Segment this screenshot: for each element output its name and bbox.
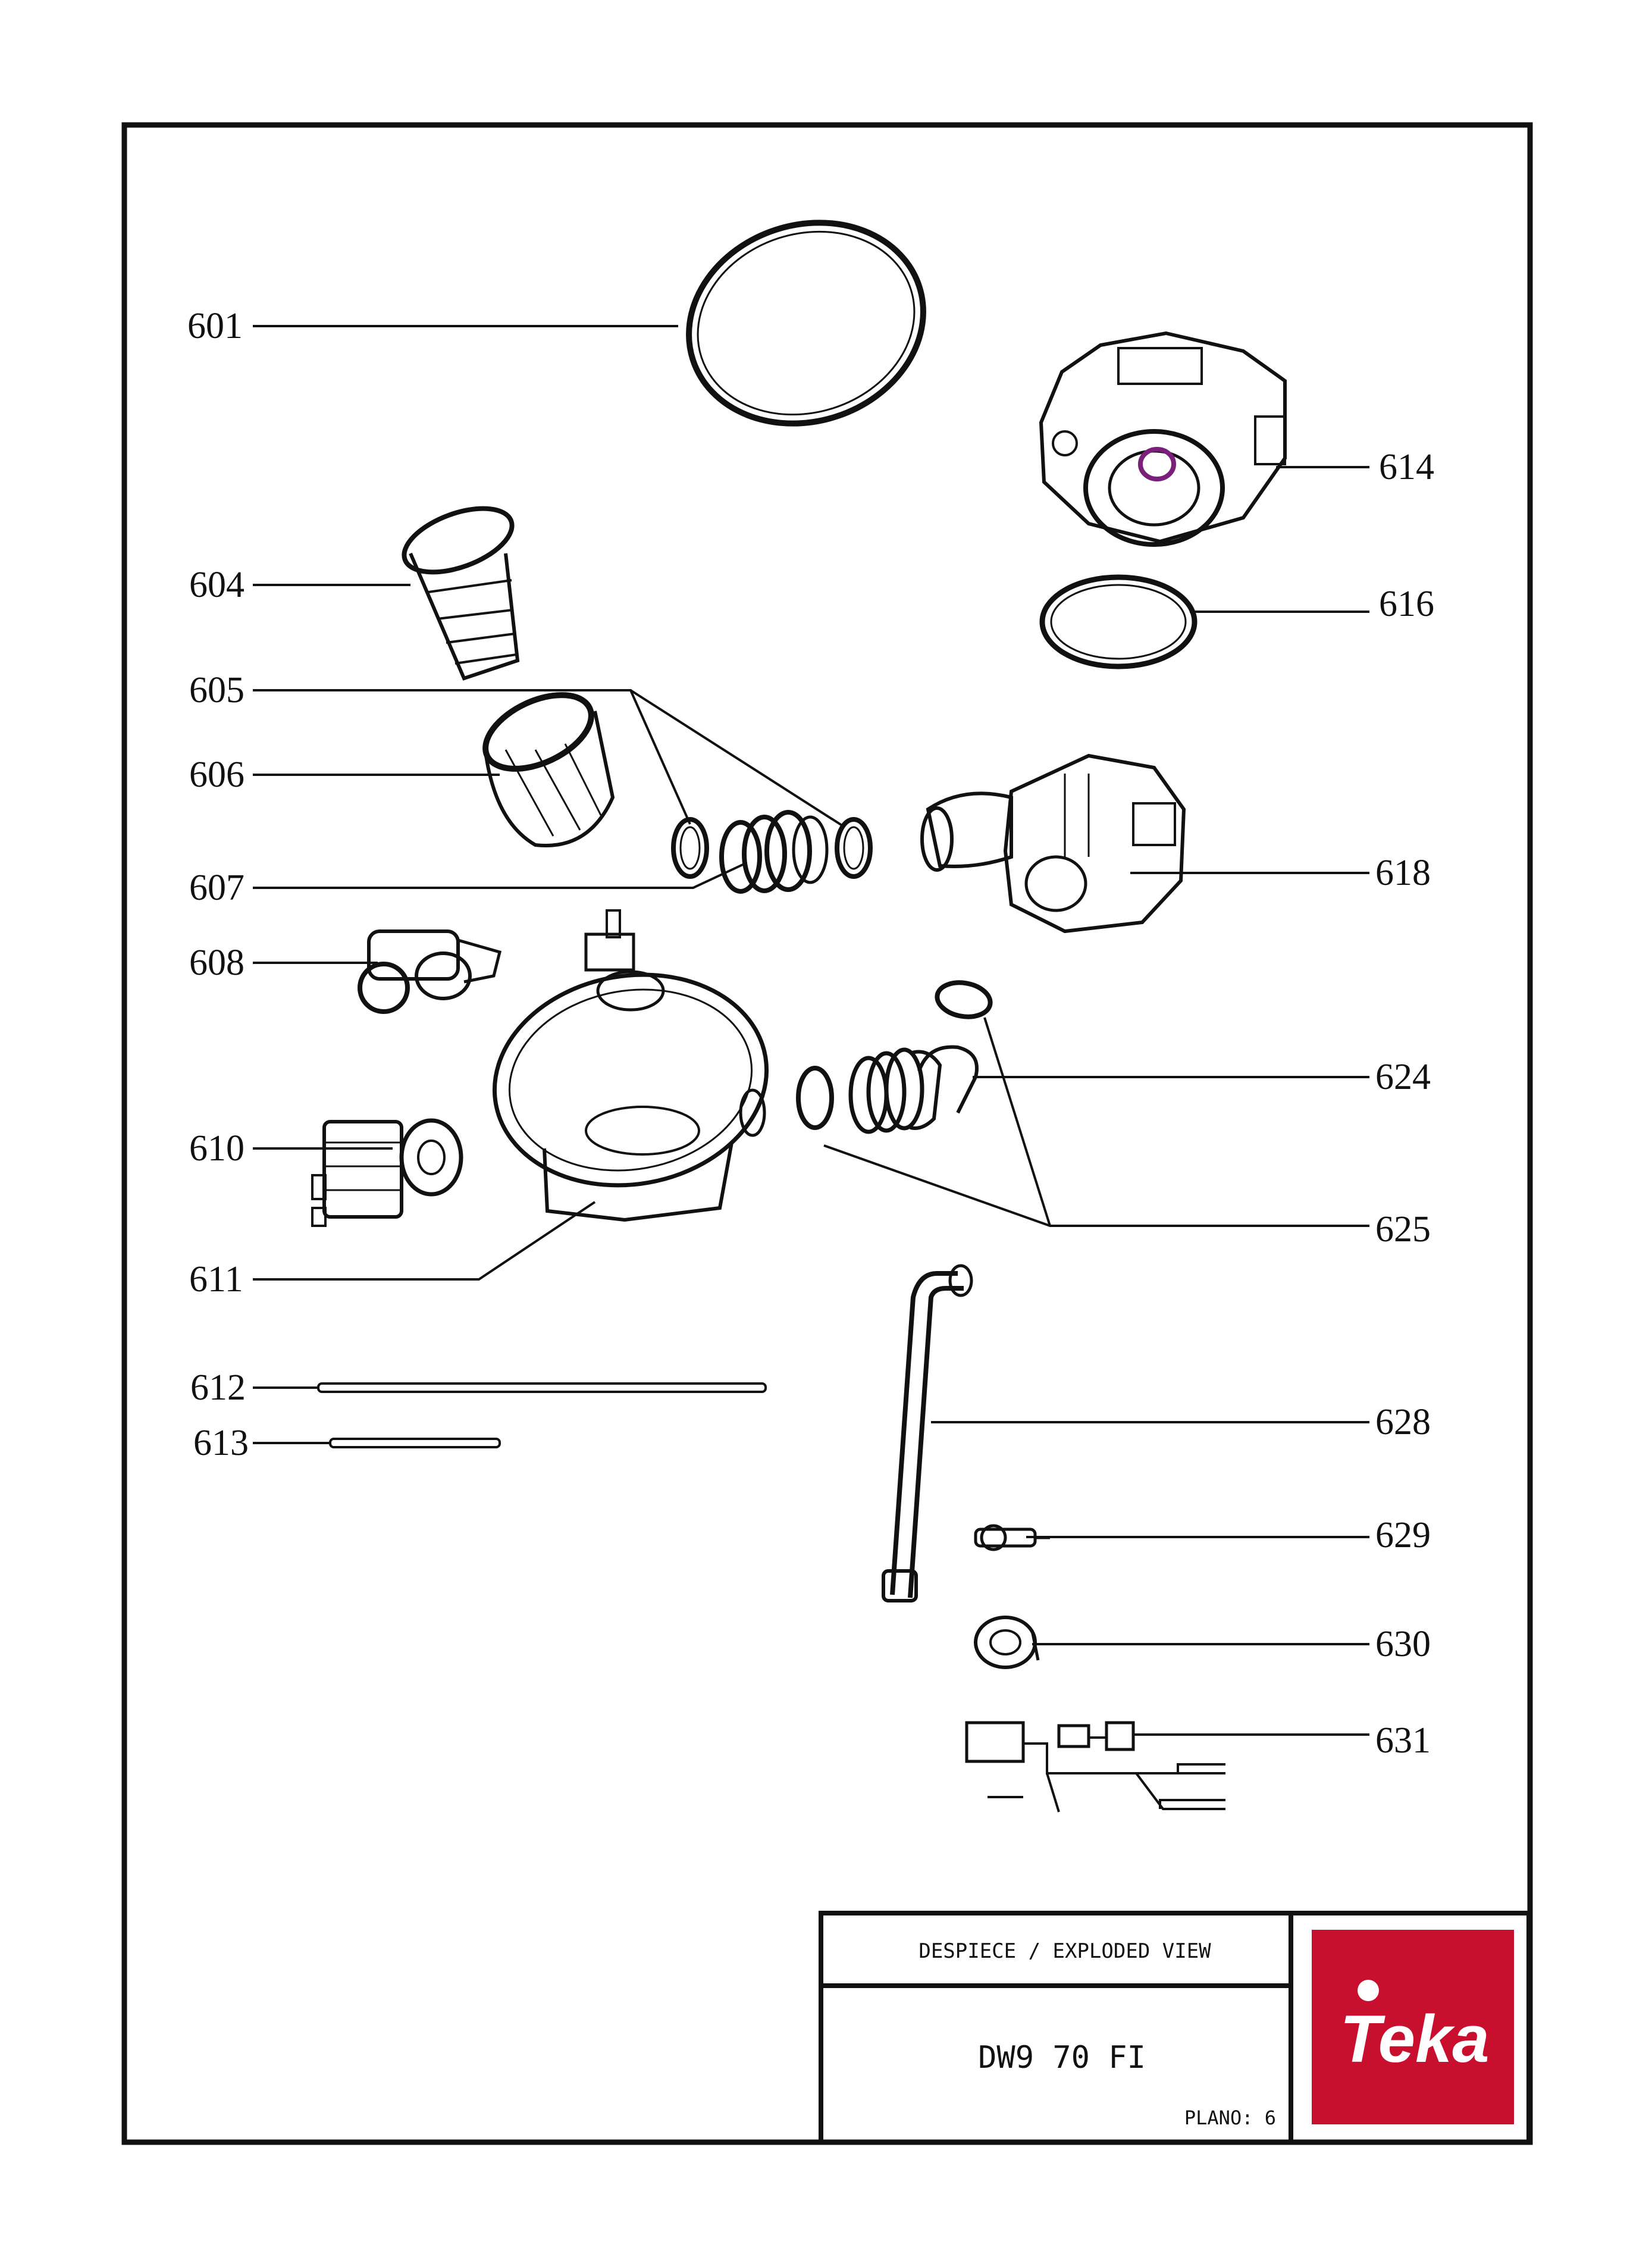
part-607-coupling	[719, 810, 829, 894]
part-612-rod	[317, 1382, 767, 1393]
callout-601: 601	[187, 306, 243, 346]
callout-628: 628	[1375, 1402, 1431, 1442]
part-610-drain-pump	[311, 1118, 463, 1227]
callout-631: 631	[1375, 1720, 1431, 1761]
part-604-filter	[402, 506, 520, 681]
part-631-wiring-harness	[965, 1721, 1225, 1813]
part-608-valve	[358, 929, 502, 1014]
teka-logo-text: Teka	[1340, 2002, 1489, 2076]
callout-613: 613	[193, 1423, 249, 1463]
callout-608: 608	[189, 943, 244, 983]
callout-625: 625	[1375, 1209, 1431, 1250]
title-block-sheet-number: PLANO: 6	[1184, 2107, 1276, 2129]
part-601-gasket-ring	[686, 220, 926, 427]
leader-lines	[253, 325, 1369, 1736]
part-628-drain-hose	[882, 1264, 973, 1602]
part-618-heat-pump	[920, 753, 1186, 934]
part-613-rod	[329, 1438, 501, 1448]
callout-611: 611	[189, 1259, 243, 1300]
part-624-elbow-hose	[796, 980, 993, 1134]
part-614-circulation-pump	[1039, 331, 1287, 547]
callout-604: 604	[189, 565, 244, 605]
callout-618: 618	[1375, 853, 1431, 893]
part-630-turbidity-sensor	[974, 1616, 1040, 1669]
callout-606: 606	[189, 755, 244, 795]
callout-630: 630	[1375, 1624, 1431, 1664]
part-611-sump	[492, 909, 769, 1222]
title-block: DESPIECE / EXPLODED VIEW DW9 70 FI PLANO…	[819, 1911, 1531, 2145]
callout-614: 614	[1379, 447, 1434, 487]
part-605-clamp-rings	[671, 817, 873, 879]
callout-616: 616	[1379, 584, 1434, 624]
callout-labels: 601 604 605 606 607 608 610 611 612 613 …	[187, 306, 1434, 1761]
part-606-mesh-filter	[482, 692, 615, 847]
callout-629: 629	[1375, 1515, 1431, 1555]
callout-612: 612	[190, 1367, 246, 1408]
teka-logo: Teka	[1312, 1930, 1514, 2124]
part-616-seal-ring	[1039, 574, 1198, 669]
title-block-model: DW9 70 FI	[978, 2040, 1146, 2076]
callout-624: 624	[1375, 1057, 1431, 1097]
part-629-sensor	[974, 1524, 1050, 1551]
callout-610: 610	[189, 1128, 244, 1169]
drawing-frame	[121, 122, 1533, 2145]
title-block-header: DESPIECE / EXPLODED VIEW	[919, 1939, 1211, 1963]
callout-607: 607	[189, 868, 244, 908]
callout-605: 605	[189, 670, 244, 710]
